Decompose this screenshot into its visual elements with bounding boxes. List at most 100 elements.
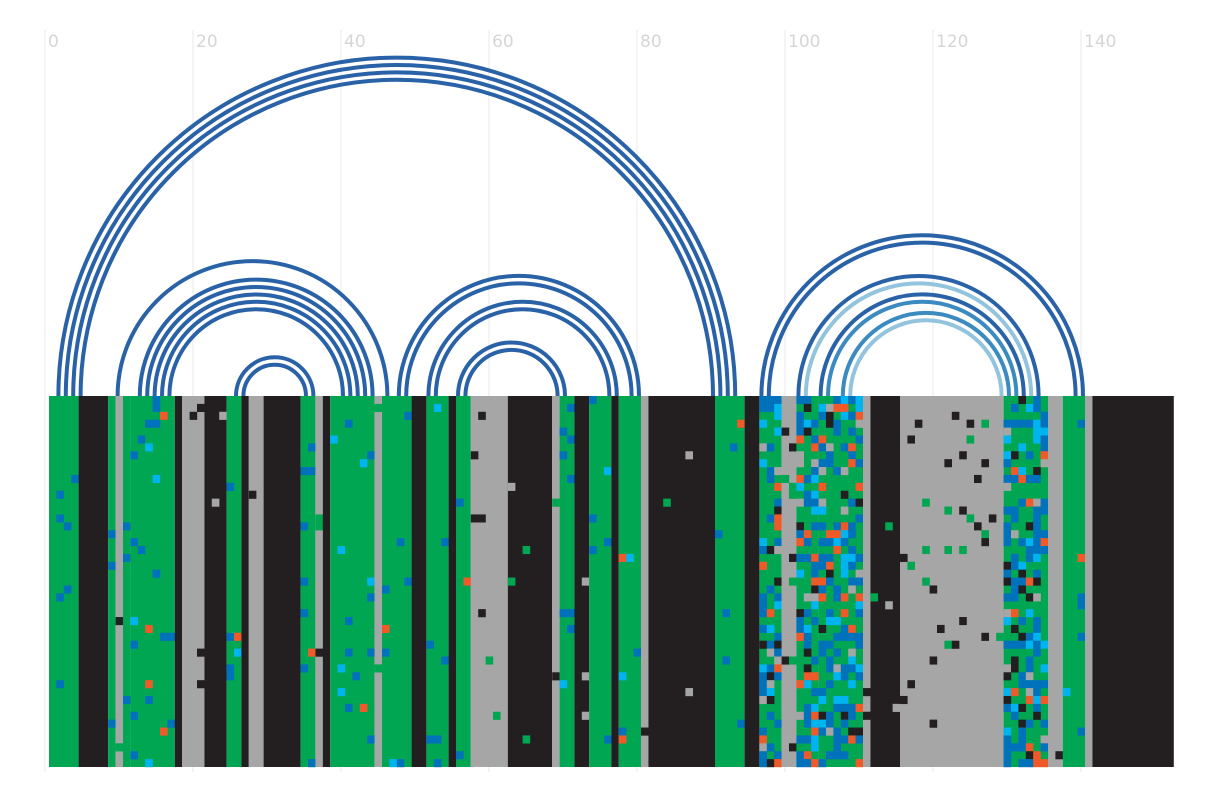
alignment-cell <box>774 656 782 665</box>
alignment-cell <box>974 474 982 484</box>
alignment-cell <box>559 451 568 460</box>
alignment-cell <box>1003 735 1012 744</box>
alignment-cell <box>1003 522 1012 531</box>
alignment-cell <box>56 490 64 499</box>
alignment-cell <box>382 648 390 657</box>
alignment-cell <box>559 427 568 436</box>
alignment-cell <box>300 577 309 586</box>
alignment-cell <box>855 664 864 673</box>
alignment-cell <box>766 585 775 594</box>
alignment-cell <box>826 751 834 760</box>
alignment-cell <box>1025 632 1034 641</box>
alignment-block-unpaired <box>900 396 1004 767</box>
alignment-cell <box>803 680 812 689</box>
alignment-cell <box>1025 403 1034 412</box>
alignment-cell <box>848 443 856 452</box>
alignment-cell <box>840 490 849 499</box>
alignment-cell <box>567 609 575 618</box>
alignment-cell <box>840 632 849 641</box>
alignment-cell <box>789 482 797 491</box>
alignment-cell <box>641 727 649 736</box>
alignment-cell <box>1003 703 1012 712</box>
alignment-cell <box>848 577 856 586</box>
alignment-cell <box>1040 506 1049 515</box>
base-pair-arc <box>840 310 1011 397</box>
alignment-cell <box>848 656 856 665</box>
alignment-cell <box>1025 719 1034 728</box>
alignment-cell <box>826 727 834 736</box>
alignment-cell <box>818 403 827 412</box>
alignment-cell <box>1033 688 1041 697</box>
alignment-cell <box>818 538 827 547</box>
alignment-cell <box>833 695 841 705</box>
alignment-cell <box>922 498 930 507</box>
alignment-cell <box>796 632 804 641</box>
alignment-cell <box>833 735 841 744</box>
alignment-cell <box>729 443 738 452</box>
base-pair-arc <box>234 355 316 397</box>
alignment-cell <box>1040 719 1049 728</box>
alignment-cell <box>855 419 864 428</box>
alignment-cell <box>840 443 849 452</box>
alignment-cell <box>300 467 309 476</box>
alignment-cell <box>1011 514 1019 523</box>
alignment-cell <box>1011 419 1019 428</box>
alignment-cell <box>803 403 812 412</box>
alignment-cell <box>840 703 849 712</box>
alignment-cell <box>1018 443 1026 452</box>
alignment-cell <box>855 435 864 444</box>
alignment-cell <box>359 459 368 468</box>
alignment-cell <box>1003 688 1012 697</box>
alignment-cell <box>160 411 168 420</box>
alignment-cell <box>426 735 434 744</box>
alignment-cell <box>1003 569 1012 578</box>
alignment-cell <box>759 538 767 547</box>
alignment-block-paired <box>123 396 131 767</box>
alignment-cell <box>840 695 849 705</box>
alignment-cell <box>855 459 864 468</box>
alignment-cell <box>345 648 353 657</box>
alignment-cell <box>152 474 161 484</box>
alignment-cell <box>811 435 819 444</box>
alignment-cell <box>826 530 834 539</box>
alignment-cell <box>944 459 952 468</box>
alignment-cell <box>826 640 834 649</box>
alignment-cell <box>774 411 782 420</box>
alignment-cell <box>189 411 198 420</box>
alignment-cell <box>56 593 64 602</box>
alignment-cell <box>589 396 597 405</box>
alignment-cell <box>382 624 390 634</box>
alignment-block-paired <box>1062 396 1085 767</box>
alignment-cell <box>1011 656 1019 665</box>
alignment-block-gap <box>1092 396 1174 767</box>
alignment-cell <box>818 688 827 697</box>
alignment-cell <box>567 474 575 484</box>
alignment-cell <box>1018 577 1026 586</box>
alignment-cell <box>1077 553 1086 562</box>
alignment-cell <box>855 703 864 712</box>
alignment-cell <box>722 656 730 665</box>
alignment-cell <box>811 719 819 728</box>
alignment-cell <box>811 561 819 570</box>
alignment-cell <box>826 664 834 673</box>
alignment-cell <box>1077 419 1086 428</box>
alignment-cell <box>818 443 827 452</box>
alignment-cell <box>803 530 812 539</box>
alignment-cell <box>226 664 235 673</box>
alignment-block-unpaired <box>1048 396 1063 767</box>
alignment-cell <box>818 467 827 476</box>
alignment-cell <box>826 609 834 618</box>
alignment-cell <box>796 759 804 768</box>
alignment-cell <box>300 609 309 618</box>
alignment-cell <box>759 561 767 570</box>
alignment-cell <box>115 617 124 626</box>
alignment-cell <box>811 459 819 468</box>
alignment-cell <box>1055 751 1063 760</box>
alignment-cell <box>959 545 967 555</box>
alignment-cell <box>833 743 841 752</box>
alignment-cell <box>803 396 812 405</box>
alignment-cell <box>781 656 790 665</box>
alignment-cell <box>826 680 834 689</box>
alignment-cell <box>137 545 146 555</box>
alignment-block-gap <box>174 396 183 767</box>
